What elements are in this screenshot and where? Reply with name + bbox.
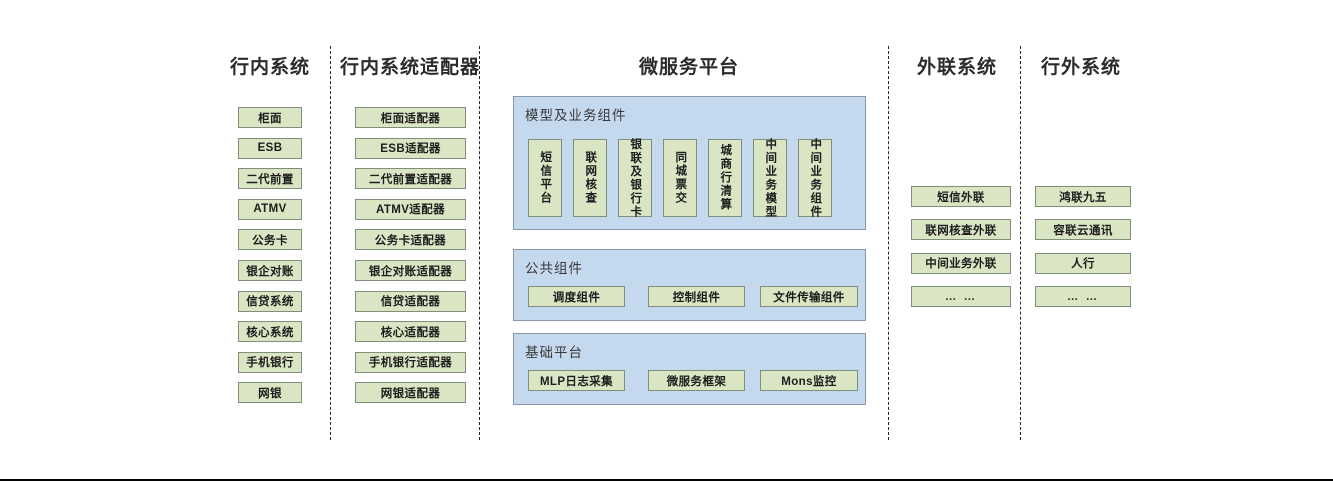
node-inbank-adapter-8[interactable]: 手机银行适配器 [355, 351, 466, 373]
node-inbank-adapter-3[interactable]: ATMV适配器 [355, 198, 466, 220]
node-inbank-adapter-9[interactable]: 网银适配器 [355, 382, 466, 404]
column-separator-2 [479, 46, 480, 440]
node-inbank-adapter-7[interactable]: 核心适配器 [355, 321, 466, 343]
node-external-link-0[interactable]: 短信外联 [911, 186, 1011, 207]
node-model-business-components-3[interactable]: 同城票交 [663, 139, 697, 217]
node-inbank-3[interactable]: ATMV [238, 198, 302, 220]
node-inbank-7[interactable]: 核心系统 [238, 321, 302, 343]
panel-base-platform: 基础平台 [513, 333, 866, 405]
node-external-link-3[interactable]: … … [911, 286, 1011, 308]
node-inbank-adapter-6[interactable]: 信贷适配器 [355, 290, 466, 312]
node-inbank-6[interactable]: 信贷系统 [238, 290, 302, 312]
node-inbank-adapter-4[interactable]: 公务卡适配器 [355, 229, 466, 251]
panel-public-components: 公共组件 [513, 249, 866, 321]
node-base-platform-0[interactable]: MLP日志采集 [528, 370, 625, 391]
panel-title-base-platform: 基础平台 [525, 345, 583, 360]
node-outbank-0[interactable]: 鸿联九五 [1035, 186, 1131, 207]
column-title-inbank-adapter: 行内系统适配器 [339, 57, 480, 78]
panel-title-model-business-components: 模型及业务组件 [525, 108, 627, 123]
node-inbank-1[interactable]: ESB [238, 137, 302, 159]
node-inbank-adapter-5[interactable]: 银企对账适配器 [355, 260, 466, 281]
node-inbank-adapter-1[interactable]: ESB适配器 [355, 137, 466, 159]
node-model-business-components-2[interactable]: 银联及银行卡 [618, 138, 652, 219]
node-base-platform-2[interactable]: Mons监控 [760, 370, 858, 391]
node-public-components-1[interactable]: 控制组件 [648, 286, 745, 307]
node-inbank-5[interactable]: 银企对账 [238, 260, 302, 281]
page-bottom-rule [0, 479, 1333, 481]
node-model-business-components-1[interactable]: 联网核查 [573, 139, 607, 217]
column-separator-3 [888, 46, 889, 440]
node-inbank-9[interactable]: 网银 [238, 382, 302, 404]
node-inbank-adapter-2[interactable]: 二代前置适配器 [355, 168, 466, 190]
node-inbank-8[interactable]: 手机银行 [238, 351, 302, 373]
column-separator-1 [330, 46, 331, 440]
column-title-external-link: 外联系统 [916, 57, 997, 78]
node-model-business-components-5[interactable]: 中间业务模型 [753, 138, 787, 219]
column-title-outbank: 行外系统 [1040, 57, 1121, 78]
node-inbank-2[interactable]: 二代前置 [238, 168, 302, 190]
node-base-platform-1[interactable]: 微服务框架 [648, 370, 745, 391]
node-outbank-2[interactable]: 人行 [1035, 252, 1131, 274]
node-outbank-1[interactable]: 容联云通讯 [1035, 219, 1131, 241]
node-model-business-components-0[interactable]: 短信平台 [528, 139, 562, 217]
node-inbank-adapter-0[interactable]: 柜面适配器 [355, 107, 466, 128]
node-outbank-3[interactable]: … … [1035, 286, 1131, 308]
node-model-business-components-4[interactable]: 城商行清算 [708, 139, 742, 217]
node-external-link-2[interactable]: 中间业务外联 [911, 252, 1011, 274]
column-separator-4 [1020, 46, 1021, 440]
node-inbank-4[interactable]: 公务卡 [238, 229, 302, 251]
node-model-business-components-6[interactable]: 中间业务组件 [798, 138, 832, 219]
panel-title-public-components: 公共组件 [525, 261, 583, 276]
column-title-microservice-platform: 微服务平台 [638, 57, 739, 78]
node-public-components-0[interactable]: 调度组件 [528, 286, 625, 307]
node-public-components-2[interactable]: 文件传输组件 [760, 286, 858, 307]
node-inbank-0[interactable]: 柜面 [238, 107, 302, 128]
node-external-link-1[interactable]: 联网核查外联 [911, 219, 1011, 241]
column-title-inbank: 行内系统 [229, 57, 310, 78]
